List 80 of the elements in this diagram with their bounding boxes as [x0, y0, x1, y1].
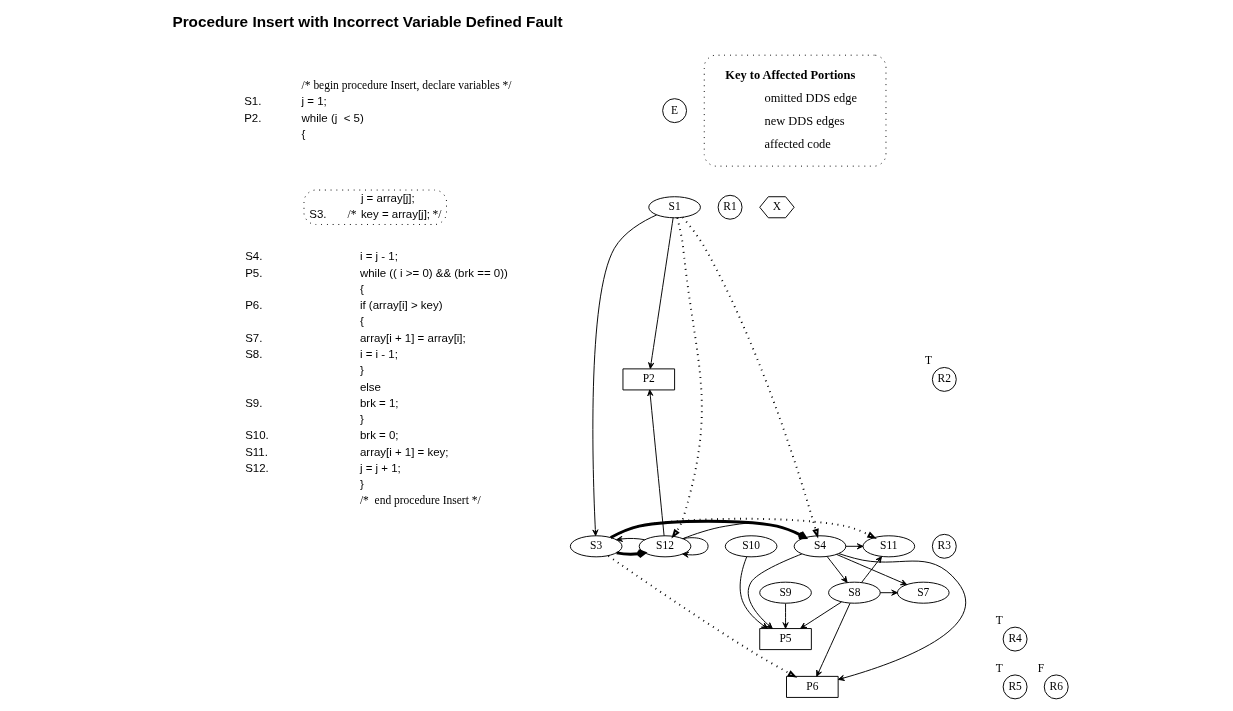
label: if (array[i] > key) [359, 299, 443, 312]
arrow [616, 535, 646, 542]
arrow [836, 553, 908, 586]
node-ellipse: S11 [862, 535, 916, 558]
legend-label: affected code [764, 137, 831, 152]
arrow [739, 556, 768, 629]
arrow [800, 601, 842, 629]
node-ellipse: S9 [759, 581, 812, 604]
label: j = j + 1; [359, 461, 401, 474]
label: array[i + 1] = array[i]; [359, 331, 466, 344]
node-circle: R2 [931, 366, 957, 392]
arrow [782, 603, 789, 629]
node-label: F [1037, 661, 1045, 674]
legend-label: new DDS edges [764, 114, 845, 129]
arrow [607, 554, 798, 678]
label: i = i - 1; [359, 347, 398, 360]
arrow [682, 522, 806, 540]
arrow [609, 517, 877, 539]
label: /* end procedure Insert */ [359, 494, 481, 507]
label: { [359, 315, 364, 328]
label: S4. [245, 250, 263, 263]
arrow [671, 217, 703, 539]
node-ellipse: S4 [793, 535, 847, 558]
label: } [359, 478, 364, 491]
node-box: P5 [759, 628, 812, 651]
label: S10. [245, 429, 269, 442]
label: j = 1; [301, 95, 327, 108]
label: else [359, 380, 381, 393]
node-circle: R1 [717, 194, 743, 220]
label: } [359, 364, 364, 377]
label: S8. [245, 347, 263, 360]
arrow [845, 543, 864, 550]
label: S7. [245, 331, 263, 344]
label: Key to Affected Portions [725, 67, 856, 82]
arrow [647, 389, 665, 537]
label: while (( i >= 0) && (brk == 0)) [359, 266, 508, 279]
arrow [610, 519, 807, 540]
label: brk = 0; [359, 429, 399, 442]
label: array[i + 1] = key; [359, 445, 449, 458]
arrow [681, 216, 819, 539]
label: S12. [245, 461, 269, 474]
arrow [861, 556, 883, 583]
node-circle: E [662, 98, 688, 124]
legend-label: omitted DDS edge [764, 91, 857, 106]
label: P2. [244, 111, 262, 124]
label: /* begin procedure Insert, declare variables */ [301, 79, 512, 92]
node-ellipse: S8 [828, 581, 881, 604]
node-ellipse: S1 [648, 196, 701, 219]
label: { [359, 282, 364, 295]
node-label: T [925, 354, 933, 367]
arrow [837, 553, 967, 681]
arrow [648, 217, 674, 369]
label: P6. [245, 299, 263, 312]
node-box: P6 [786, 675, 839, 698]
label: brk = 1; [359, 396, 399, 409]
arrow [816, 602, 851, 677]
label: S9. [245, 396, 263, 409]
diagram-title: Procedure Insert with Incorrect Variable Defined Fault [172, 13, 563, 31]
label: { [301, 128, 306, 141]
arrow [616, 549, 647, 559]
arrow [747, 553, 803, 629]
node-circle: R5 [1002, 674, 1028, 700]
label: S11. [245, 445, 268, 458]
arrow [826, 556, 848, 583]
label: P5. [245, 266, 263, 279]
node-ellipse: S10 [724, 535, 778, 558]
node-circle: R3 [931, 533, 957, 559]
node-label: T [995, 661, 1003, 674]
label: i = j - 1; [359, 250, 398, 263]
node-box: P2 [622, 368, 676, 391]
label: S1. [244, 95, 262, 108]
node-circle: R4 [1002, 626, 1028, 652]
arrow [879, 589, 898, 596]
node-box: j = array[j]; S3. /* key = array[j]; */ [303, 189, 447, 225]
node-label: T [995, 613, 1003, 626]
label: } [359, 413, 364, 426]
node-circle: R6 [1043, 674, 1069, 700]
arrow [682, 537, 709, 558]
label: while (j < 5) [301, 111, 364, 124]
arrow [592, 214, 658, 537]
